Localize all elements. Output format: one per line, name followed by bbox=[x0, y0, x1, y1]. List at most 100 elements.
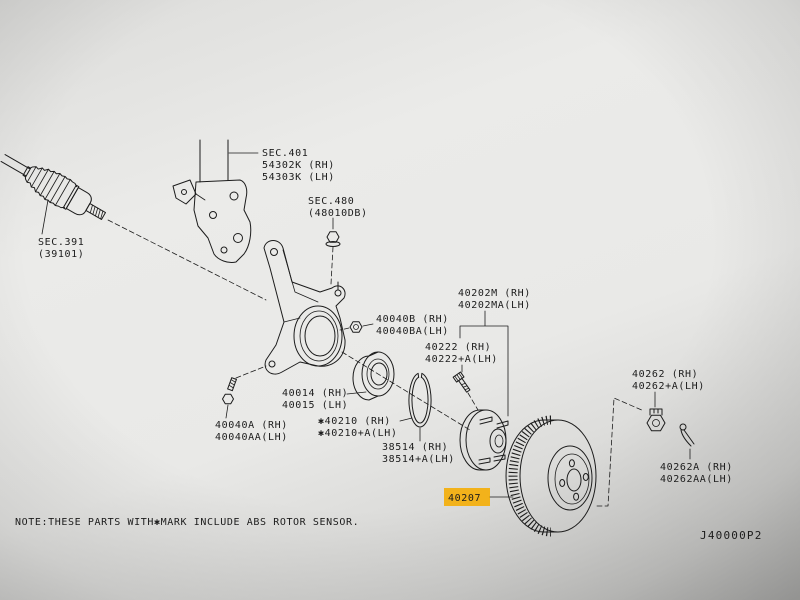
part-39101-label[interactable]: (39101) bbox=[38, 249, 84, 260]
strut-tube bbox=[199, 139, 229, 183]
bearing-inner-race bbox=[366, 358, 390, 390]
bearing-outer-race bbox=[361, 351, 395, 397]
part-40262a-nut-label[interactable]: 40262+A(LH) bbox=[632, 381, 705, 392]
snap-ring-inner bbox=[411, 376, 429, 424]
sec391-label[interactable]: SEC.391 bbox=[38, 237, 84, 248]
part-40040aa-label[interactable]: 40040AA(LH) bbox=[215, 432, 288, 443]
part-40222a-label[interactable]: 40222+A(LH) bbox=[425, 354, 498, 365]
part-40202m-label[interactable]: 40202M (RH) bbox=[458, 288, 531, 299]
knuckle-edges bbox=[282, 249, 319, 323]
part-40040ba-label[interactable]: 40040BA(LH) bbox=[376, 326, 449, 337]
hub-stud-lower-left bbox=[478, 457, 491, 465]
rotor-hat-step bbox=[554, 453, 590, 505]
part-40262-label[interactable]: 40262 (RH) bbox=[632, 369, 698, 380]
snap-ring-ends bbox=[417, 372, 423, 378]
part-40015-label[interactable]: 40015 (LH) bbox=[282, 400, 348, 411]
boot-top-outline bbox=[28, 166, 78, 188]
part-40202ma-label[interactable]: 40202MA(LH) bbox=[458, 300, 531, 311]
leader-40014 bbox=[346, 391, 367, 395]
castle-nut-hex bbox=[646, 414, 666, 432]
bracket-hole-lower bbox=[233, 233, 243, 243]
part-40040b-label[interactable]: 40040B (RH) bbox=[376, 314, 449, 325]
hub-nut-drawing bbox=[646, 408, 666, 432]
part-54302k-label[interactable]: 54302K (RH) bbox=[262, 160, 335, 171]
hub-pilot bbox=[489, 428, 507, 454]
stud-shaft bbox=[458, 377, 471, 393]
ball-joint-nut-axis-line bbox=[330, 246, 334, 285]
bearing-bore-step bbox=[299, 310, 339, 362]
snap-ring-drawing bbox=[408, 372, 432, 428]
part-38514-label[interactable]: 38514 (RH) bbox=[382, 442, 448, 453]
knuckle-upper-hole bbox=[270, 248, 278, 256]
nut-hole bbox=[353, 324, 359, 330]
rotor-center-hole bbox=[566, 468, 582, 492]
spline-threads bbox=[89, 204, 104, 220]
assembly-center-lines bbox=[107, 219, 645, 507]
cotter-pin-legs bbox=[680, 429, 695, 447]
knuckle-lower-hole bbox=[268, 360, 276, 368]
leader-40040a bbox=[225, 404, 229, 419]
ball-joint-boss bbox=[334, 289, 342, 297]
hex-nut bbox=[326, 231, 340, 243]
strut-clip-hole bbox=[181, 189, 187, 195]
drive-shaft-drawing bbox=[0, 154, 106, 220]
rotor-face bbox=[519, 419, 597, 533]
hub-stud-lower-right bbox=[493, 454, 506, 462]
strut-bracket-drawing bbox=[172, 139, 252, 263]
part-40262a-label[interactable]: 40262A (RH) bbox=[660, 462, 733, 473]
part-40222-label[interactable]: 40222 (RH) bbox=[425, 342, 491, 353]
outer-joint-housing bbox=[65, 187, 92, 216]
part-48010db-label[interactable]: (48010DB) bbox=[308, 208, 368, 219]
snap-ring-outer bbox=[408, 372, 432, 428]
bracket-hole-upper bbox=[229, 191, 239, 201]
hub-stud-upper-right bbox=[496, 420, 509, 429]
hub-drawing bbox=[459, 409, 509, 471]
part-54303k-label[interactable]: 54303K (LH) bbox=[262, 172, 335, 183]
rotor-to-nut-axis-line bbox=[596, 397, 645, 507]
hex-nut bbox=[349, 321, 363, 333]
part-40262aa-label[interactable]: 40262AA(LH) bbox=[660, 474, 733, 485]
knuckle-body bbox=[263, 240, 346, 375]
boot-folds bbox=[26, 166, 71, 206]
part-40210-label[interactable]: ✱40210 (RH) bbox=[318, 416, 391, 427]
hub-stud-drawing bbox=[452, 371, 471, 393]
boot-clamp-small bbox=[22, 166, 32, 178]
stud-knurl bbox=[454, 372, 463, 382]
bearing-bore bbox=[304, 315, 336, 357]
part-40210a-label[interactable]: ✱40210+A(LH) bbox=[318, 428, 397, 439]
part-40014-label[interactable]: 40014 (RH) bbox=[282, 388, 348, 399]
nut-washer bbox=[325, 241, 341, 247]
bracket-hole-inner bbox=[209, 211, 217, 219]
sec480-label[interactable]: SEC.480 bbox=[308, 196, 354, 207]
part-40207-label[interactable]: 40207 bbox=[448, 493, 481, 504]
bolt-head bbox=[222, 393, 234, 405]
rotor-lug-hole bbox=[568, 459, 575, 468]
part-38514a-label[interactable]: 38514+A(LH) bbox=[382, 454, 455, 465]
strut-bracket bbox=[193, 179, 252, 263]
highlight-box bbox=[444, 488, 490, 506]
bolt-40040a-drawing bbox=[222, 377, 237, 405]
bolt-40040a-axis-line bbox=[235, 365, 267, 379]
part-40040a-label[interactable]: 40040A (RH) bbox=[215, 420, 288, 431]
castle-nut-hole bbox=[652, 419, 660, 427]
rotor-vent-vanes bbox=[508, 415, 552, 537]
castle-nut-crown bbox=[649, 408, 663, 416]
bearing-back-edge bbox=[352, 351, 379, 401]
bolt-threads bbox=[228, 379, 236, 389]
boot-bottom-outline bbox=[24, 174, 66, 209]
abs-sensor-note: NOTE:THESE PARTS WITH✱MARK INCLUDE ABS R… bbox=[15, 517, 359, 528]
knuckle-drawing bbox=[263, 240, 346, 375]
bracket-hole-bottom bbox=[220, 246, 228, 254]
bolt-shaft bbox=[227, 377, 237, 392]
leader-40202m-bracket bbox=[459, 310, 509, 417]
sec401-label[interactable]: SEC.401 bbox=[262, 148, 308, 159]
leader-40210 bbox=[399, 417, 413, 422]
nut-48010db-drawing bbox=[325, 231, 341, 247]
drive-shaft-axis-line bbox=[107, 219, 267, 301]
cotter-pin-eye bbox=[679, 423, 687, 431]
rotor-lug-hole bbox=[559, 479, 566, 487]
shaft-outline bbox=[0, 154, 30, 176]
strut-clip bbox=[172, 179, 197, 205]
